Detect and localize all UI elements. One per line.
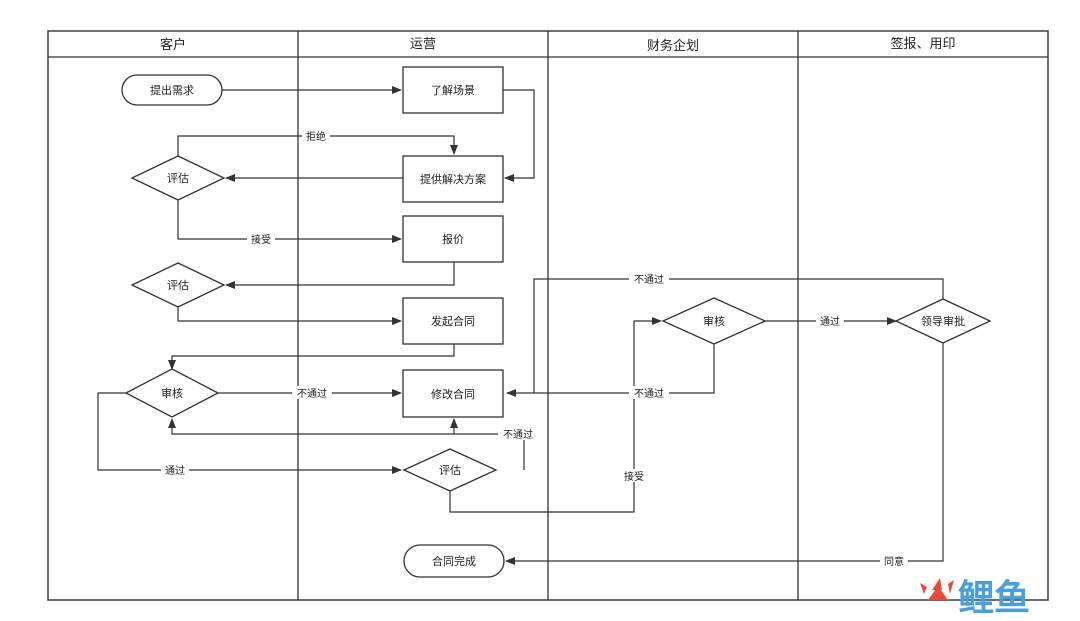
edge-leader-agree-to-complete <box>505 343 944 565</box>
node-label: 提供解决方案 <box>420 172 486 186</box>
edge-leader-not-pass <box>533 278 944 393</box>
node-label: 修改合同 <box>431 387 475 401</box>
node-label: 审核 <box>703 314 725 328</box>
node-label: 提出需求 <box>150 83 194 97</box>
edge-label-not-pass-3: 不通过 <box>634 273 664 286</box>
node-contract-complete: 合同完成 <box>403 544 505 578</box>
node-label: 评估 <box>439 464 461 477</box>
edge-label-agree: 同意 <box>884 555 904 568</box>
edge-label-pass-2: 通过 <box>820 315 840 328</box>
edge-quote-to-evaluate2 <box>225 262 455 289</box>
edge-accept-to-quote <box>177 200 402 243</box>
edge-label-not-pass-1: 不通过 <box>297 387 327 400</box>
lane-title-approval-seal: 签报、用印 <box>890 36 955 52</box>
edge-review-pass-to-evaluate3 <box>97 392 402 474</box>
node-propose-demand: 提出需求 <box>121 74 223 106</box>
edge-label-not-pass-2: 不通过 <box>503 428 533 441</box>
node-review-customer: 审核 <box>124 368 220 418</box>
edge-modify-loop-not-pass <box>168 418 525 470</box>
node-provide-solution: 提供解决方案 <box>402 155 504 203</box>
edge-label-accept-2: 接受 <box>624 470 644 483</box>
node-initiate-contract: 发起合同 <box>402 297 504 345</box>
node-evaluate-1: 评估 <box>130 155 226 201</box>
node-leader-approval: 领导审批 <box>894 298 992 344</box>
node-label: 评估 <box>167 172 189 185</box>
swimlane-frame <box>47 30 1049 601</box>
edge-understand-to-solution <box>503 89 535 182</box>
node-evaluate-2: 评估 <box>130 262 226 308</box>
edge-label-reject: 拒绝 <box>306 130 326 143</box>
edge-labels: 拒绝 接受 不通过 不通过 通过 不通过 不通过 接受 通过 同意 <box>161 129 908 568</box>
node-modify-contract: 修改合同 <box>402 369 504 418</box>
node-label: 领导审批 <box>921 314 965 328</box>
watermark-logo: 鲤鱼 <box>920 578 1030 619</box>
lane-title-operations: 运营 <box>410 37 436 52</box>
edge-evaluate3-to-finance-review <box>449 317 662 513</box>
lane-title-finance-planning: 财务企划 <box>647 38 699 54</box>
node-label: 发起合同 <box>431 314 475 328</box>
edge-label-not-pass-4: 不通过 <box>634 387 664 400</box>
edge-initiate-to-review <box>168 344 455 370</box>
node-label: 审核 <box>161 386 183 400</box>
edge-finance-review-not-pass <box>506 344 715 397</box>
node-label: 合同完成 <box>432 554 476 568</box>
edge-evaluate2-to-initiate <box>177 307 402 325</box>
node-label: 报价 <box>442 232 464 246</box>
node-evaluate-3: 评估 <box>402 448 498 492</box>
node-label: 了解场景 <box>431 83 475 97</box>
lane-title-customer: 客户 <box>160 37 186 53</box>
node-understand-scenario: 了解场景 <box>402 66 504 114</box>
watermark-text: 鲤鱼 <box>958 578 1030 619</box>
edge-label-pass-1: 通过 <box>165 464 185 477</box>
node-label: 评估 <box>167 279 189 292</box>
edge-label-accept-1: 接受 <box>251 233 271 246</box>
fire-icon <box>920 578 954 600</box>
node-quote: 报价 <box>402 215 504 263</box>
node-review-finance: 审核 <box>661 297 767 345</box>
